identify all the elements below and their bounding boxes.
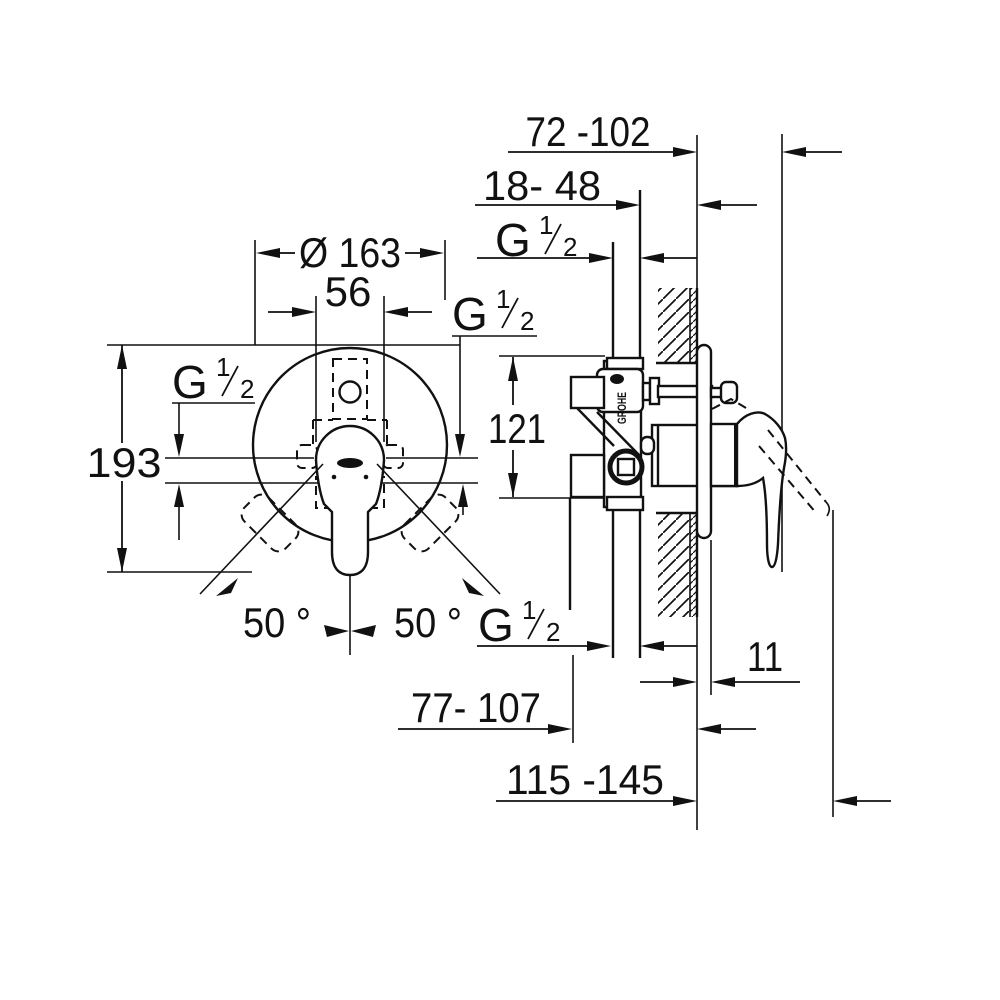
dim-protrusion: 72 -102 <box>508 108 842 157</box>
shower-elbow <box>605 356 645 371</box>
angle-left-label: 50 ° <box>243 599 311 646</box>
side-view: GROHE <box>398 108 891 830</box>
handle-mouth-mark <box>337 458 363 468</box>
dim-recess-depth: 18- 48 <box>475 162 757 210</box>
diameter-label: Ø 163 <box>299 229 401 276</box>
handle-swing-line-1 <box>767 429 827 503</box>
svg-text:72 -102: 72 -102 <box>526 108 651 155</box>
lever-handle-front <box>314 424 386 577</box>
thread-label-bottom: G 1 2 <box>477 595 697 651</box>
svg-text:2: 2 <box>240 374 254 404</box>
clamp-square <box>616 457 636 477</box>
shower-port-screw <box>338 380 362 404</box>
svg-text:2: 2 <box>546 617 560 647</box>
lower-bracket <box>569 453 606 499</box>
svg-text:2: 2 <box>563 232 577 262</box>
svg-text:1: 1 <box>539 210 553 240</box>
svg-text:77- 107: 77- 107 <box>411 684 541 731</box>
dim-max-reach: 115 -145 <box>496 756 891 806</box>
dim-plate-gap: 11 <box>640 633 800 687</box>
port-spacing-label: 121 <box>488 405 546 452</box>
upper-bracket <box>569 375 606 410</box>
outlet-elbow <box>605 495 645 512</box>
brace-1 <box>576 407 615 447</box>
thread-label-right: G 1 2 <box>452 284 537 515</box>
angle-dimensions: 50 ° 50 ° <box>199 463 501 655</box>
svg-text:G: G <box>478 599 514 651</box>
thread-label-left: G 1 2 <box>172 352 255 540</box>
lever-handle-side <box>735 411 788 569</box>
handle-sleeve <box>709 422 739 488</box>
front-view: 50 ° 50 ° Ø 163 56 <box>87 229 605 655</box>
dim-body-depth: 77- 107 <box>398 684 756 734</box>
svg-text:18- 48: 18- 48 <box>483 162 601 209</box>
indicator-dot-right <box>363 474 369 480</box>
wall-section <box>656 288 699 617</box>
svg-text:1: 1 <box>522 595 536 625</box>
svg-text:1: 1 <box>496 284 510 314</box>
brand-text: GROHE <box>615 392 629 424</box>
handle-swing-top <box>711 397 752 412</box>
brace-2 <box>596 411 642 458</box>
dim-handle-width: 56 <box>268 268 432 442</box>
brand-crescent <box>610 374 624 384</box>
dim-port-spacing: 121 <box>488 355 605 499</box>
svg-text:11: 11 <box>747 633 783 680</box>
thread-label-top: G 1 2 <box>477 210 697 266</box>
indicator-dot-left <box>331 474 337 480</box>
svg-text:G: G <box>172 356 208 408</box>
pivot-ear <box>639 435 656 456</box>
dim-diameter: Ø 163 <box>254 229 446 345</box>
total-height-label: 193 <box>87 439 162 486</box>
handle-swing-tip <box>825 501 831 517</box>
rough-in-body: GROHE <box>568 190 739 658</box>
escutcheon-plate-side <box>695 343 713 540</box>
angle-right-label: 50 ° <box>394 599 462 646</box>
diverter-knob-cap <box>719 380 739 405</box>
handle-width-label: 56 <box>325 268 372 315</box>
svg-text:2: 2 <box>520 306 534 336</box>
svg-text:G: G <box>452 288 488 340</box>
dim-total-height: 193 <box>87 344 460 573</box>
svg-text:115 -145: 115 -145 <box>506 756 664 803</box>
trim-set-side <box>695 343 831 569</box>
svg-text:1: 1 <box>216 352 230 382</box>
inlet-centerlines <box>165 457 478 484</box>
